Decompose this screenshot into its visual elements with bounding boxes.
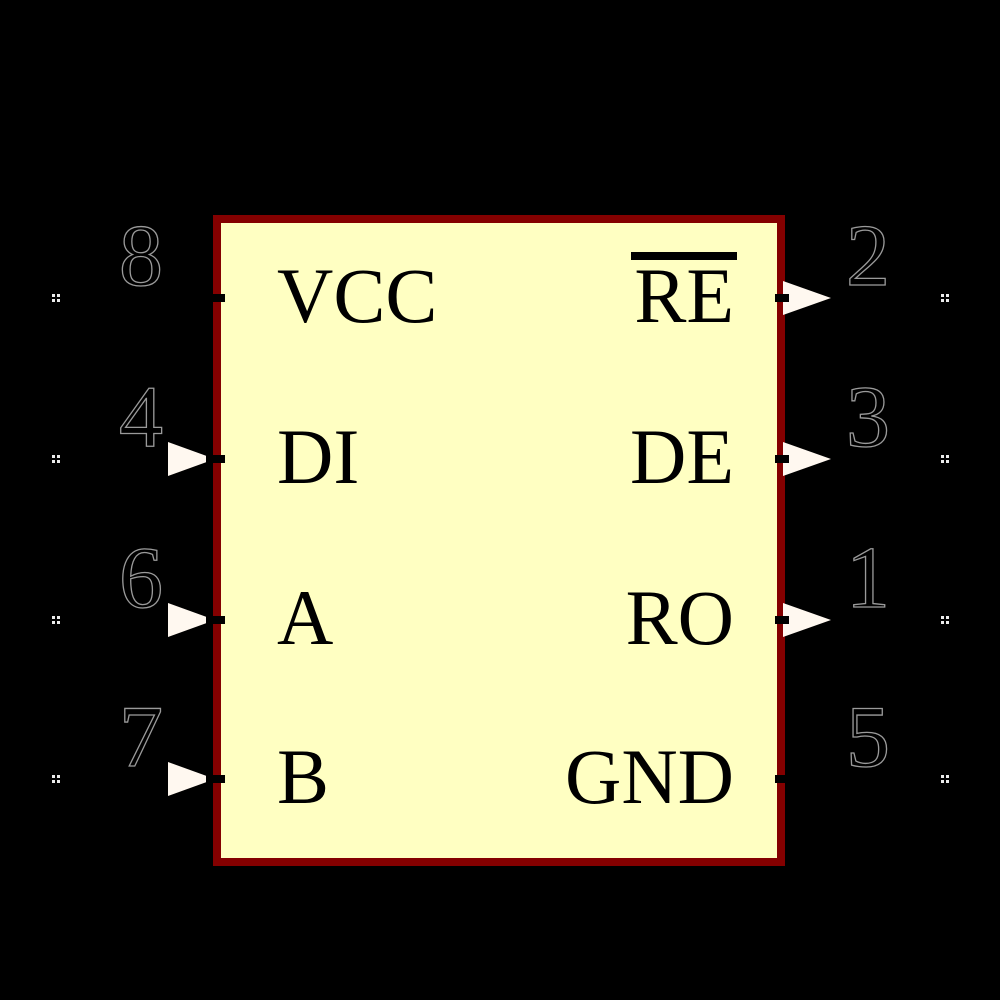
pin-output-arrow-ro — [783, 603, 831, 637]
pin-number-3: 3 — [845, 369, 890, 466]
pin-stub-6 — [206, 616, 225, 624]
pin-number-4: 4 — [118, 369, 163, 466]
pin-stub-4 — [206, 455, 225, 463]
chip-body[interactable] — [213, 215, 785, 866]
pin-label-a: A — [277, 574, 334, 661]
pin-number-7: 7 — [118, 689, 163, 786]
pin-endpoint-marker-7[interactable] — [52, 775, 55, 778]
pin-stub-7 — [206, 775, 225, 783]
pin-label-re: RE — [631, 252, 737, 339]
pin-label-di: DI — [277, 413, 360, 500]
pin-endpoint-marker-3[interactable] — [941, 455, 944, 458]
pin-label-de: DE — [630, 413, 734, 500]
pin-stub-2 — [775, 294, 789, 302]
pin-number-2: 2 — [845, 208, 890, 305]
pin-stub-8 — [206, 294, 225, 302]
pin-endpoint-marker-2[interactable] — [941, 294, 944, 297]
pin-label-vcc: VCC — [277, 252, 438, 339]
pin-output-arrow-re — [783, 281, 831, 315]
active-low-overline: RE — [631, 252, 737, 339]
pin-endpoint-marker-1[interactable] — [941, 616, 944, 619]
pin-number-5: 5 — [845, 689, 890, 786]
pin-output-arrow-de — [783, 442, 831, 476]
pin-number-6: 6 — [118, 530, 163, 627]
pin-label-ro: RO — [625, 574, 734, 661]
pin-stub-5 — [775, 775, 789, 783]
pin-stub-3 — [775, 455, 789, 463]
pin-endpoint-marker-6[interactable] — [52, 616, 55, 619]
pin-endpoint-marker-4[interactable] — [52, 455, 55, 458]
pin-number-8: 8 — [118, 208, 163, 305]
pin-number-1: 1 — [845, 530, 890, 627]
pin-endpoint-marker-8[interactable] — [52, 294, 55, 297]
pin-endpoint-marker-5[interactable] — [941, 775, 944, 778]
pin-label-gnd: GND — [565, 733, 734, 820]
pin-stub-1 — [775, 616, 789, 624]
pin-label-b: B — [277, 733, 330, 820]
